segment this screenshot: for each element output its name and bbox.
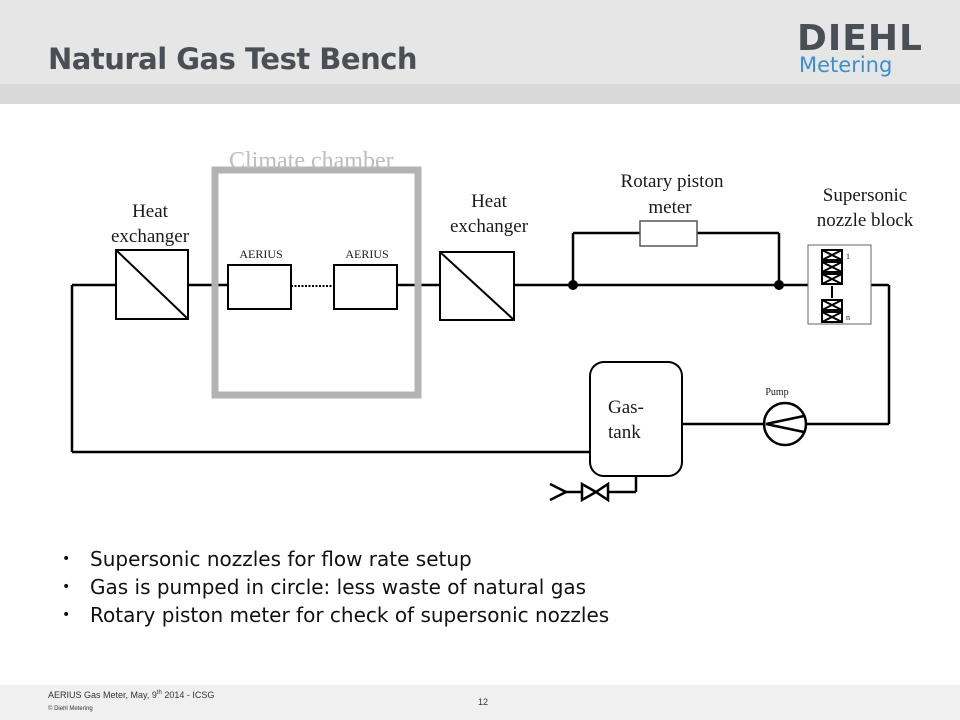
footer-event-superscript: th <box>156 690 162 696</box>
gas-tank-line2: tank <box>608 422 641 443</box>
bullet-item: • Rotary piston meter for check of supers… <box>62 601 609 629</box>
rotary-piston-meter-line2: meter <box>648 197 692 218</box>
bullet-text: Supersonic nozzles for flow rate setup <box>90 547 472 571</box>
slide-title: Natural Gas Test Bench <box>48 42 418 76</box>
pump-symbol <box>762 401 808 447</box>
footer-copyright: © Diehl Metering <box>48 706 93 712</box>
bullet-dot-icon: • <box>62 551 71 567</box>
climate-chamber-label: Climate chamber <box>229 148 394 174</box>
logo-subtitle: Metering <box>799 53 893 77</box>
heat-exchanger-right-line2: exchanger <box>450 216 529 237</box>
drain-outlet-icon <box>549 482 569 502</box>
heat-exchanger-left-line2: exchanger <box>111 226 190 247</box>
bullet-item: • Gas is pumped in circle: less waste of … <box>62 573 609 601</box>
pipe-lines <box>70 231 891 494</box>
junction-node-right <box>774 280 784 290</box>
heat-exchanger-right-diagonal <box>439 251 515 321</box>
nozzle-last-index: n <box>846 313 850 322</box>
footer-band <box>0 685 960 720</box>
climate-chamber-box <box>211 166 422 399</box>
bullet-item: • Supersonic nozzles for flow rate setup <box>62 545 609 573</box>
aerius-meter-1-label: AERIUS <box>239 247 282 261</box>
drain-valve <box>549 481 610 503</box>
page-number: 12 <box>478 697 489 707</box>
bullet-text: Gas is pumped in circle: less waste of n… <box>90 575 587 599</box>
aerius-meter-2 <box>333 264 398 310</box>
header-band <box>0 0 960 104</box>
nozzle-first-index: 1 <box>846 252 850 261</box>
bullet-text: Rotary piston meter for check of superso… <box>90 603 610 627</box>
pump-label: Pump <box>765 387 788 398</box>
bullet-list: •Supersonic nozzles for flow rate setup … <box>62 545 609 629</box>
bullet-dot-icon: • <box>62 579 71 595</box>
heat-exchanger-left-diagonal <box>115 249 189 320</box>
footer-event-prefix: AERIUS Gas Meter, May, 9 <box>48 690 157 700</box>
diehl-logo: DIEHL Metering <box>797 18 942 80</box>
footer-event: AERIUS Gas Meter, May, 9th 2014 - ICSG <box>48 690 214 700</box>
logo-wordmark: DIEHL <box>797 18 923 59</box>
aerius-meter-2-label: AERIUS <box>345 247 388 261</box>
rotary-piston-meter-box <box>639 220 698 247</box>
junction-node-left <box>568 280 578 290</box>
nozzle-block-line2: nozzle block <box>817 210 914 231</box>
gas-tank <box>589 361 683 477</box>
heat-exchanger-left-line1: Heat <box>132 201 169 222</box>
aerius-meter-1 <box>227 264 292 310</box>
pump-arrow <box>765 414 805 434</box>
gas-tank-line1: Gas- <box>608 397 644 418</box>
nozzle-valves <box>821 249 843 323</box>
header-band-lower <box>0 84 960 104</box>
heat-exchanger-right-line1: Heat <box>471 191 508 212</box>
bullet-dot-icon: • <box>62 607 71 623</box>
nozzle-block-line1: Supersonic <box>823 185 907 206</box>
footer-event-suffix: 2014 - ICSG <box>161 690 215 700</box>
rotary-piston-meter-line1: Rotary piston <box>621 171 724 192</box>
